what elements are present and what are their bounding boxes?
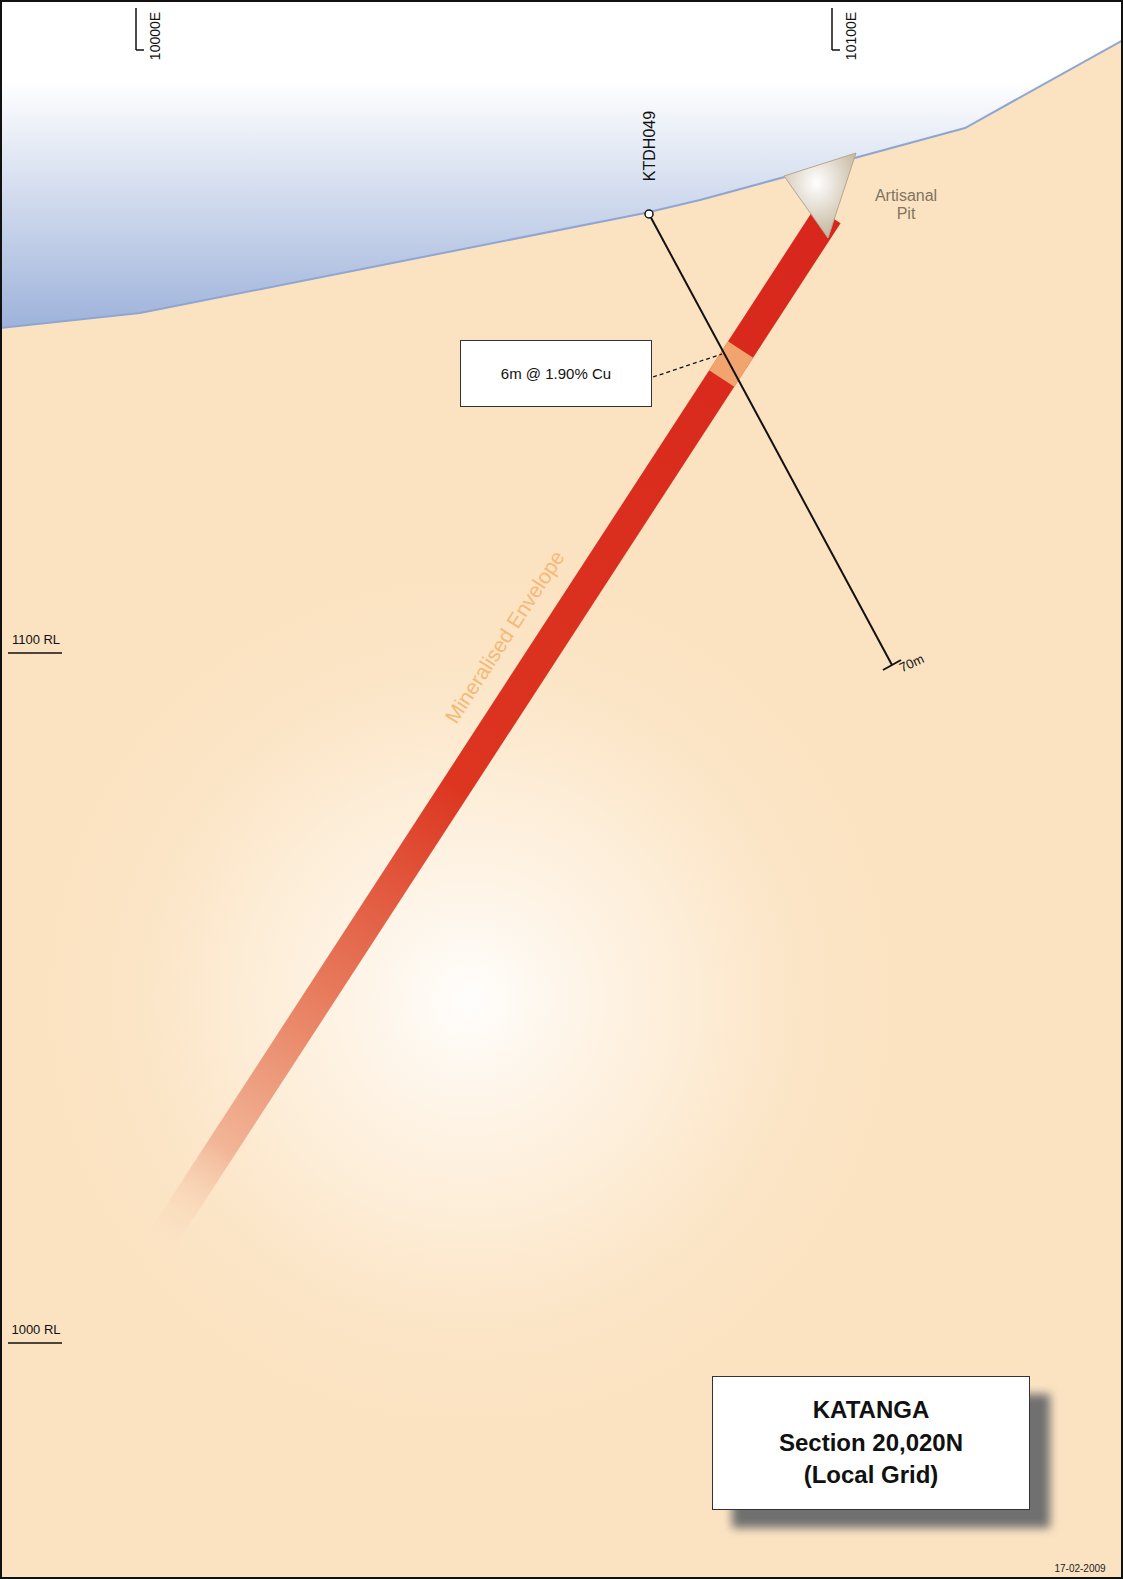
background-glow — [0, 330, 1123, 1579]
topography-line — [0, 40, 1123, 328]
grid-tick — [136, 49, 144, 51]
drill-collar — [645, 210, 653, 218]
mineralised-envelope — [142, 207, 840, 1258]
title-box: KATANGA Section 20,020N (Local Grid) — [712, 1376, 1030, 1510]
grid-tick — [135, 8, 137, 50]
grid-easting-label: 10000E — [147, 12, 163, 60]
rl-label: 1000 RL — [11, 1323, 60, 1338]
rl-tick — [8, 652, 62, 654]
title-text: KATANGA — [813, 1396, 929, 1425]
title-text: Section 20,020N — [779, 1429, 963, 1458]
ground — [0, 40, 1123, 1579]
drill-trace — [649, 214, 892, 665]
grid-tick — [831, 8, 833, 50]
date-stamp: 17-02-2009 — [1054, 1563, 1105, 1575]
rl-tick — [8, 1342, 62, 1344]
intercept-segment — [709, 341, 753, 386]
grid-easting-label: 10100E — [843, 12, 859, 60]
assay-intercept-text: 6m @ 1.90% Cu — [501, 365, 611, 383]
leader-line — [653, 354, 722, 377]
rl-label: 1100 RL — [12, 633, 60, 648]
envelope-band — [142, 207, 840, 1258]
title-text: (Local Grid) — [804, 1461, 939, 1490]
pit-label: Artisanal Pit — [866, 187, 946, 224]
intercept-callout-box: 6m @ 1.90% Cu — [460, 340, 652, 407]
artisanal-pit — [784, 153, 856, 238]
drillhole-id: KTDH049 — [641, 111, 659, 181]
grid-tick — [832, 49, 840, 51]
